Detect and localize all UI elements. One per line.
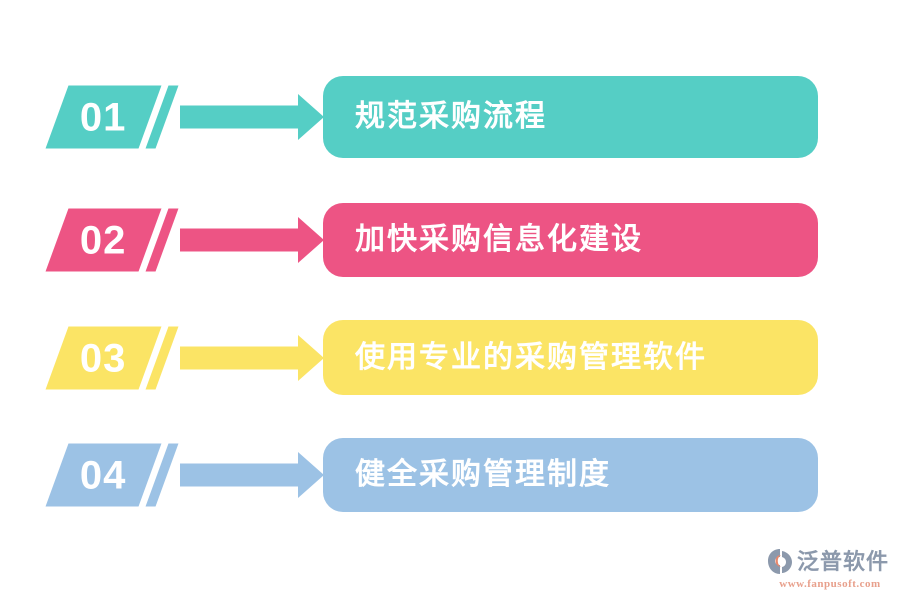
arrow-shaft <box>180 463 298 487</box>
step-row-3: 03 使用专业的采购管理软件 <box>0 320 900 395</box>
step-row-4: 04 健全采购管理制度 <box>0 438 900 512</box>
arrow-right-icon <box>298 334 324 381</box>
step-number: 04 <box>80 453 127 497</box>
arrow-shaft <box>180 346 298 369</box>
arrow-shaft <box>180 105 298 129</box>
brand-name: 泛普软件 <box>797 549 890 574</box>
step-bar: 加快采购信息化建设 <box>323 203 818 277</box>
step-bar: 使用专业的采购管理软件 <box>323 320 818 395</box>
arrow-shaft <box>180 228 298 252</box>
step-label: 使用专业的采购管理软件 <box>355 340 707 374</box>
step-number: 02 <box>80 218 127 262</box>
step-row-1: 01 规范采购流程 <box>0 76 900 158</box>
step-label: 健全采购管理制度 <box>355 458 611 491</box>
step-number: 03 <box>80 335 127 380</box>
step-number: 01 <box>80 95 127 139</box>
brand-url: www.fanpusoft.com <box>779 578 881 590</box>
step-number-shape: 04 <box>45 443 162 507</box>
step-number-shape: 02 <box>45 208 162 272</box>
step-number-plate: 04 <box>45 443 179 507</box>
step-number-plate: 02 <box>45 208 179 272</box>
step-bar: 健全采购管理制度 <box>323 438 818 512</box>
step-label: 规范采购流程 <box>355 100 547 133</box>
arrow-right-icon <box>298 452 324 498</box>
arrow-right-icon <box>298 94 324 140</box>
step-number-plate: 01 <box>45 85 179 149</box>
fanpu-logo-icon <box>766 548 794 576</box>
arrow-right-icon <box>298 217 324 263</box>
step-number-shape: 01 <box>45 85 162 149</box>
step-bar: 规范采购流程 <box>323 76 818 158</box>
step-row-2: 02 加快采购信息化建设 <box>0 203 900 277</box>
step-number-shape: 03 <box>45 326 162 389</box>
step-label: 加快采购信息化建设 <box>355 223 643 256</box>
brand-logo: 泛普软件 www.fanpusoft.com <box>766 548 894 590</box>
step-number-plate: 03 <box>45 326 179 389</box>
